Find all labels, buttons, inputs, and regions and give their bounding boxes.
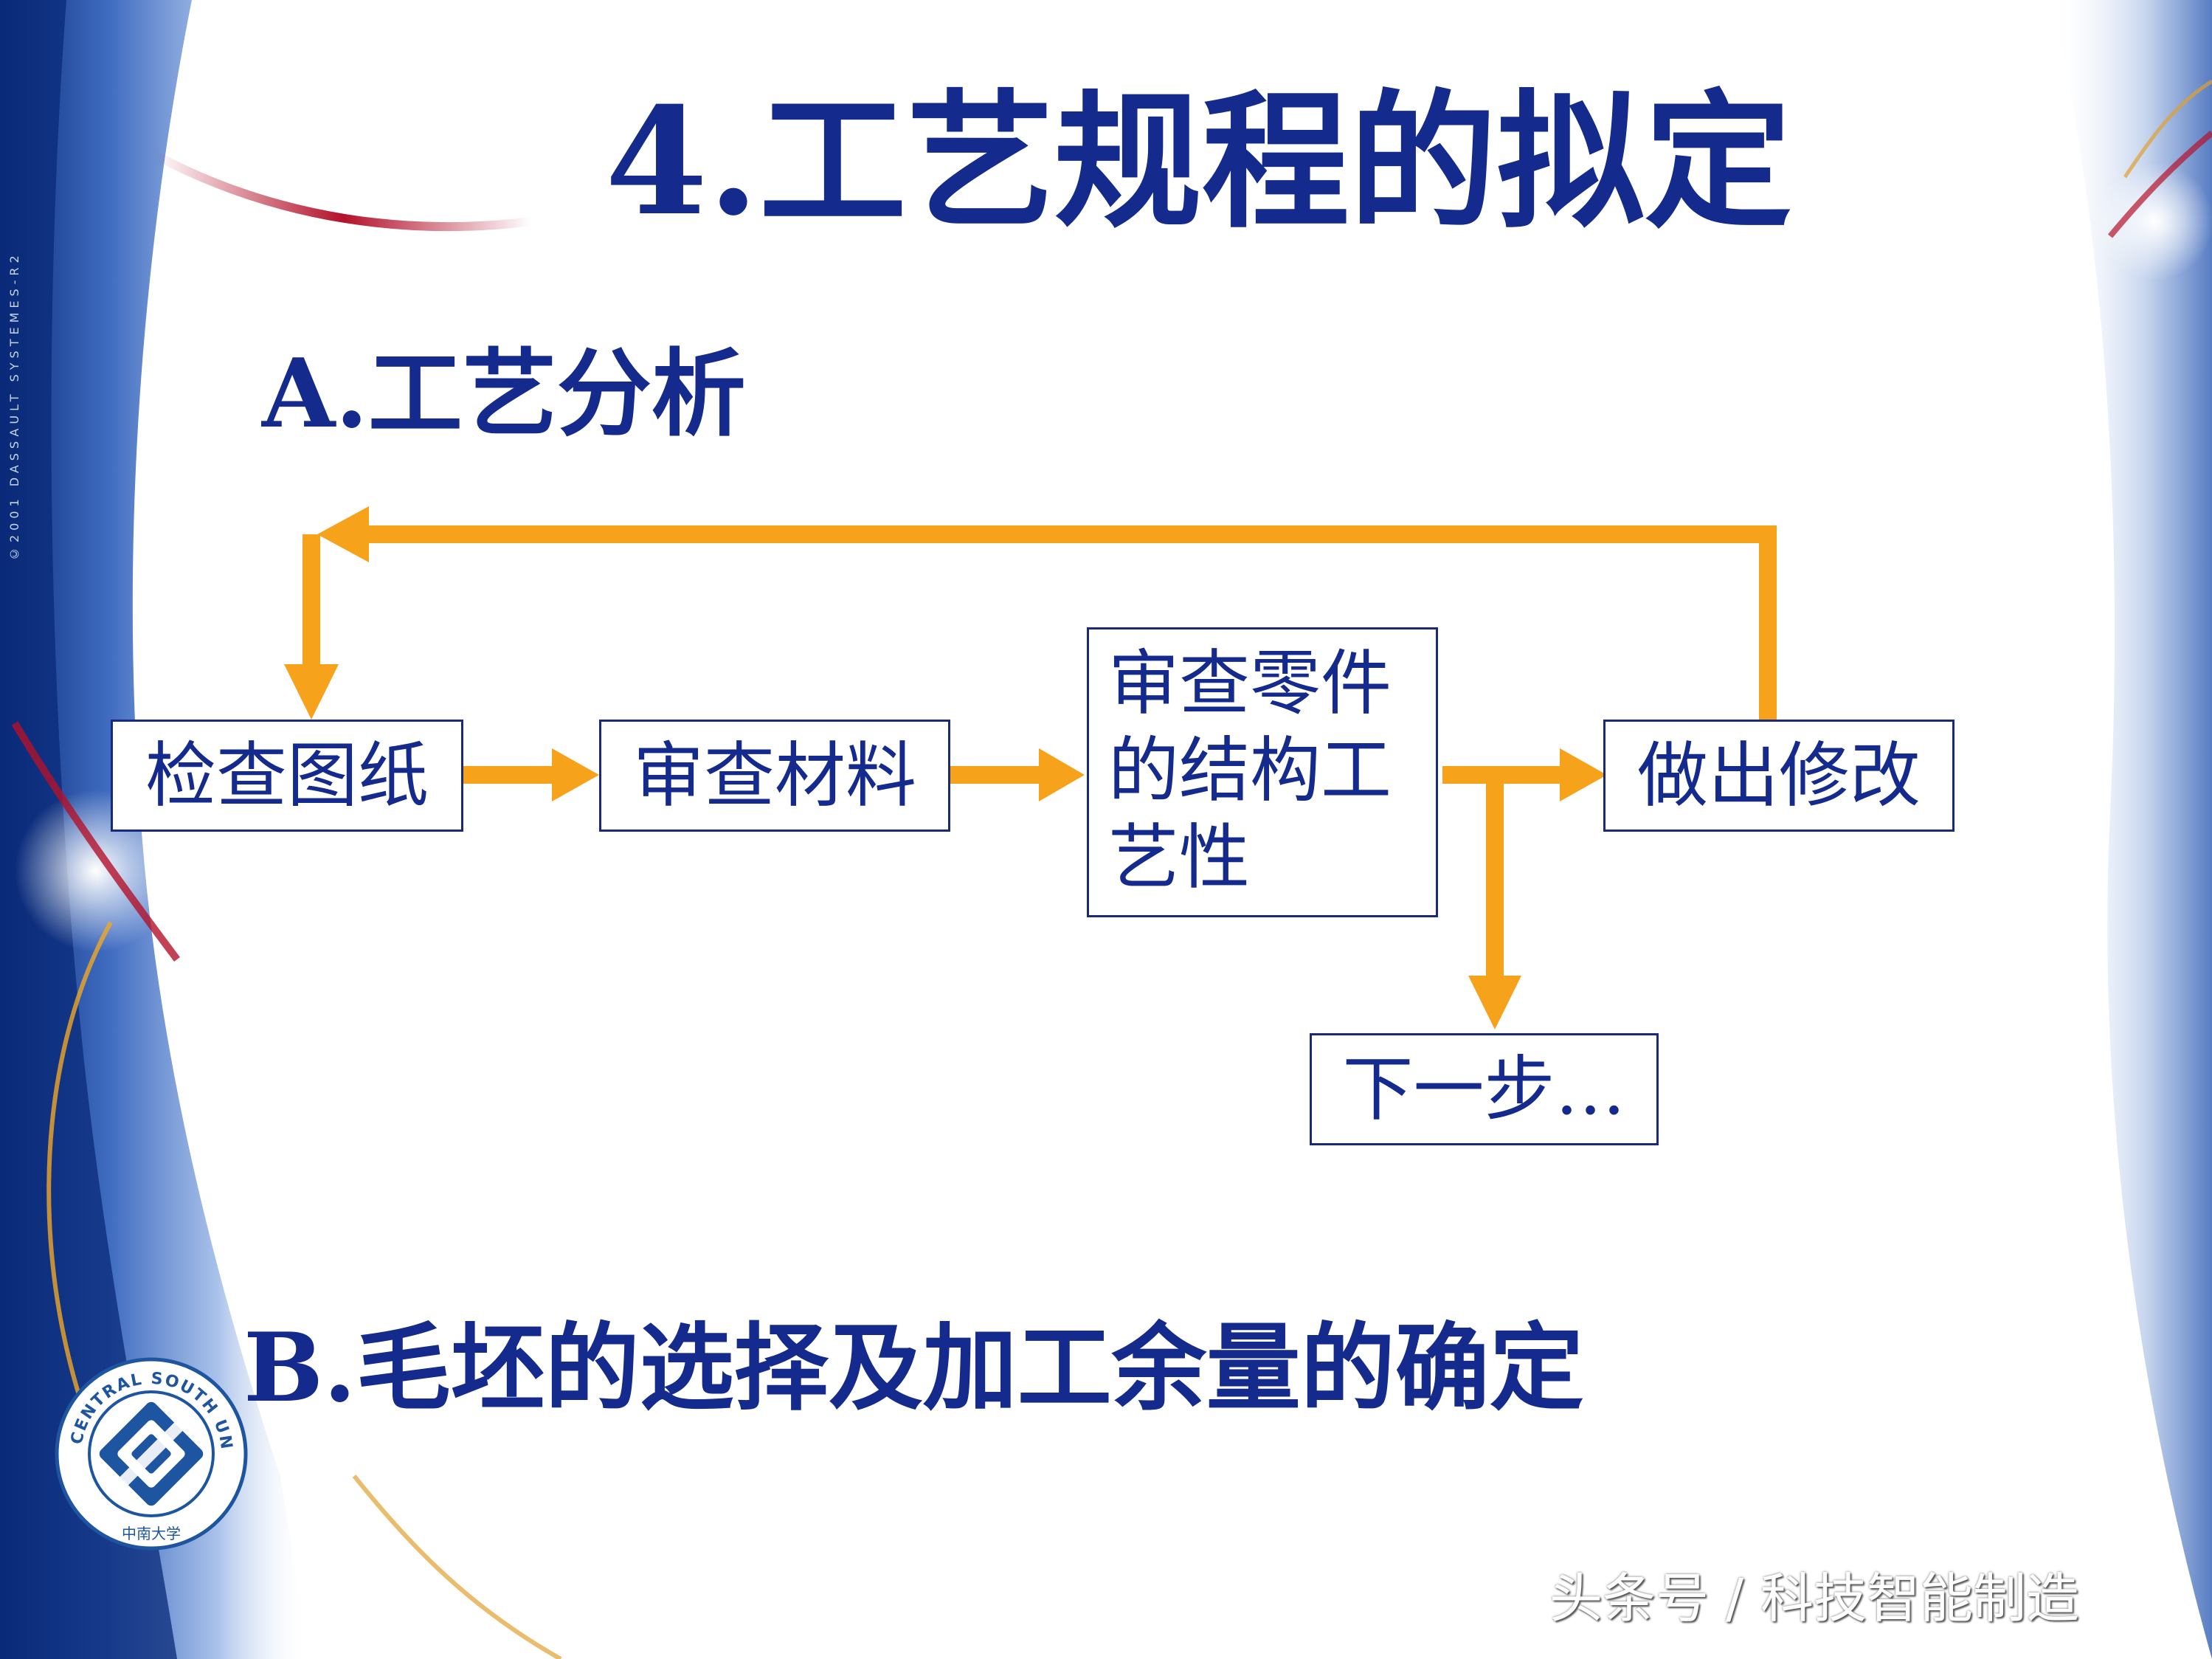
arrow-check-to-materials xyxy=(463,766,559,784)
loop-riser xyxy=(1759,530,1777,723)
loop-top-line xyxy=(354,525,1777,543)
node-make-changes: 做出修改 xyxy=(1603,720,1954,832)
slide-title: 4.工艺规程的拟定 xyxy=(605,75,1792,249)
node-check-drawings: 检查图纸 xyxy=(111,720,463,832)
arrowhead-branch-down xyxy=(1468,976,1521,1029)
watermark: 头条号 / 科技智能制造 xyxy=(1549,1567,2080,1629)
arrow-materials-to-structure xyxy=(950,766,1046,784)
section-b-heading: B.毛坯的选择及加工余量的确定 xyxy=(243,1313,1584,1424)
node-review-materials: 审查材料 xyxy=(599,720,950,832)
node-review-structure: 审查零件的结构工艺性 xyxy=(1087,627,1438,917)
arrowhead-materials-to-structure xyxy=(1039,748,1085,801)
university-logo: CENTRAL SOUTH UNIVERSITY 中南大学 xyxy=(52,1354,248,1551)
loop-top-arrowhead xyxy=(317,506,369,562)
arrowhead-check-to-materials xyxy=(552,748,599,801)
loop-left-drop xyxy=(303,534,320,675)
arrow-structure-to-changes xyxy=(1442,766,1568,784)
arrow-branch-down xyxy=(1486,775,1504,983)
node-next-step: 下一步… xyxy=(1310,1033,1659,1145)
loop-down-arrowhead xyxy=(284,664,339,720)
arrowhead-structure-to-changes xyxy=(1560,748,1607,801)
section-a-heading: A.工艺分析 xyxy=(262,339,746,449)
logo-chinese-text: 中南大学 xyxy=(122,1525,181,1542)
